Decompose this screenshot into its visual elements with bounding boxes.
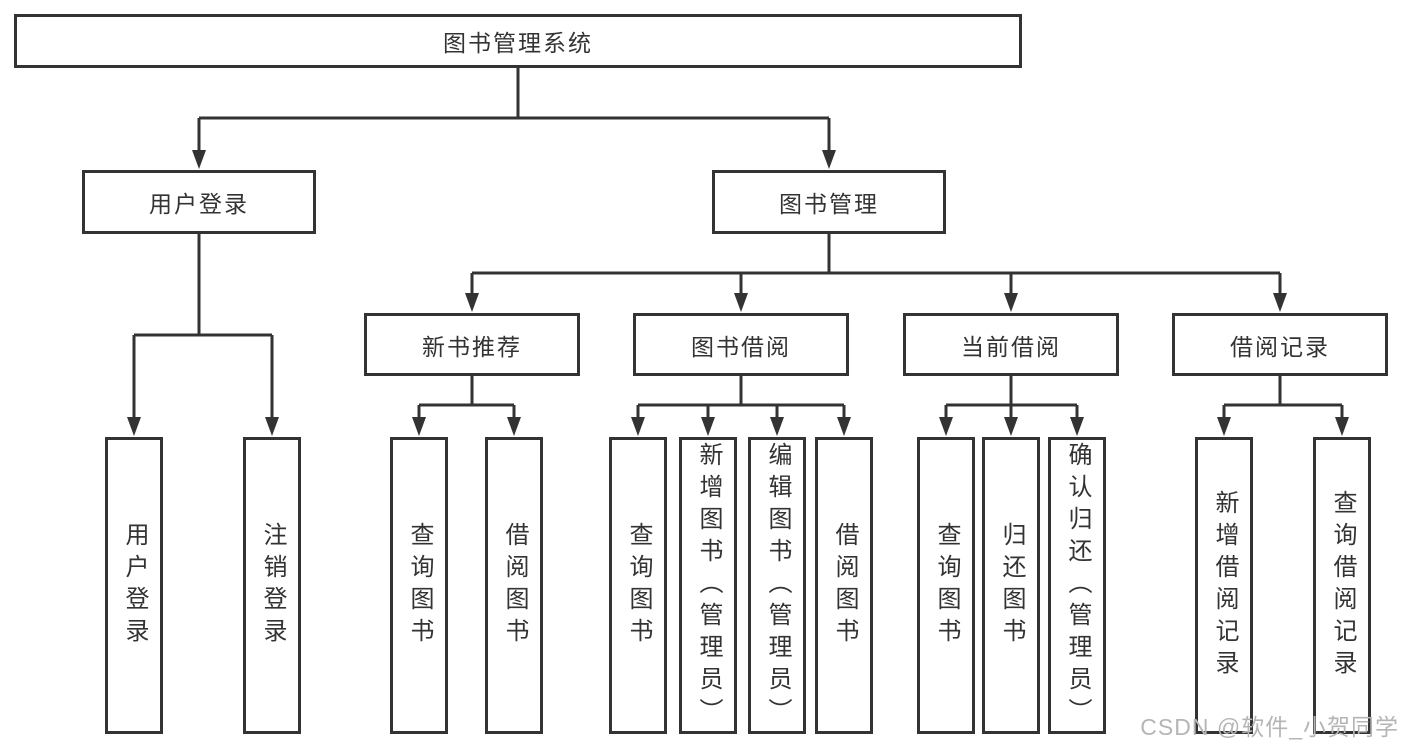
- node-user-login: 用户登录: [82, 170, 316, 234]
- node-book-borrow: 图书借阅: [633, 313, 849, 376]
- leaf-add-borrow-record-label: 新增借阅记录: [1211, 489, 1238, 682]
- leaf-recommend-borrow-books: 借阅图书: [485, 437, 543, 734]
- leaf-borrow-add-books-admin: 新增图书（管理员）: [679, 437, 737, 734]
- leaf-recommend-query-books-label: 查询图书: [406, 521, 433, 650]
- csdn-watermark: CSDN @软件_小贺同学: [1140, 714, 1399, 740]
- leaf-current-query-books: 查询图书: [917, 437, 975, 734]
- leaf-add-borrow-record: 新增借阅记录: [1195, 437, 1253, 734]
- node-borrow-records-label: 借阅记录: [1230, 333, 1330, 360]
- leaf-borrow-query-books-label: 查询图书: [625, 521, 652, 650]
- leaf-recommend-query-books: 查询图书: [390, 437, 448, 734]
- leaf-recommend-borrow-books-label: 借阅图书: [501, 521, 528, 650]
- leaf-borrow-edit-books-admin-label: 编辑图书（管理员）: [764, 441, 791, 730]
- node-current-borrow-label: 当前借阅: [961, 333, 1061, 360]
- node-book-management-label: 图书管理: [779, 191, 879, 217]
- leaf-borrow-query-books: 查询图书: [609, 437, 667, 734]
- leaf-current-confirm-return-admin: 确认归还（管理员）: [1048, 437, 1106, 734]
- leaf-user-login-label: 用户登录: [121, 521, 148, 650]
- leaf-current-return-books: 归还图书: [982, 437, 1040, 734]
- leaf-logout-label: 注销登录: [259, 521, 286, 650]
- node-new-book-recommend: 新书推荐: [364, 313, 580, 376]
- leaf-current-confirm-return-admin-label: 确认归还（管理员）: [1064, 441, 1091, 730]
- node-book-management: 图书管理: [712, 170, 946, 234]
- leaf-query-borrow-record: 查询借阅记录: [1313, 437, 1371, 734]
- node-user-login-label: 用户登录: [149, 191, 249, 217]
- node-root: 图书管理系统: [14, 14, 1022, 68]
- leaf-query-borrow-record-label: 查询借阅记录: [1329, 489, 1356, 682]
- leaf-borrow-borrow-books-label: 借阅图书: [831, 521, 858, 650]
- leaf-borrow-borrow-books: 借阅图书: [815, 437, 873, 734]
- leaf-user-login: 用户登录: [105, 437, 163, 734]
- node-current-borrow: 当前借阅: [903, 313, 1119, 376]
- leaf-current-return-books-label: 归还图书: [998, 521, 1025, 650]
- leaf-borrow-add-books-admin-label: 新增图书（管理员）: [695, 441, 722, 730]
- leaf-current-query-books-label: 查询图书: [933, 521, 960, 650]
- node-new-book-recommend-label: 新书推荐: [422, 333, 522, 360]
- leaf-borrow-edit-books-admin: 编辑图书（管理员）: [748, 437, 806, 734]
- node-root-label: 图书管理系统: [443, 30, 593, 56]
- node-book-borrow-label: 图书借阅: [691, 333, 791, 360]
- leaf-logout: 注销登录: [243, 437, 301, 734]
- node-borrow-records: 借阅记录: [1172, 313, 1388, 376]
